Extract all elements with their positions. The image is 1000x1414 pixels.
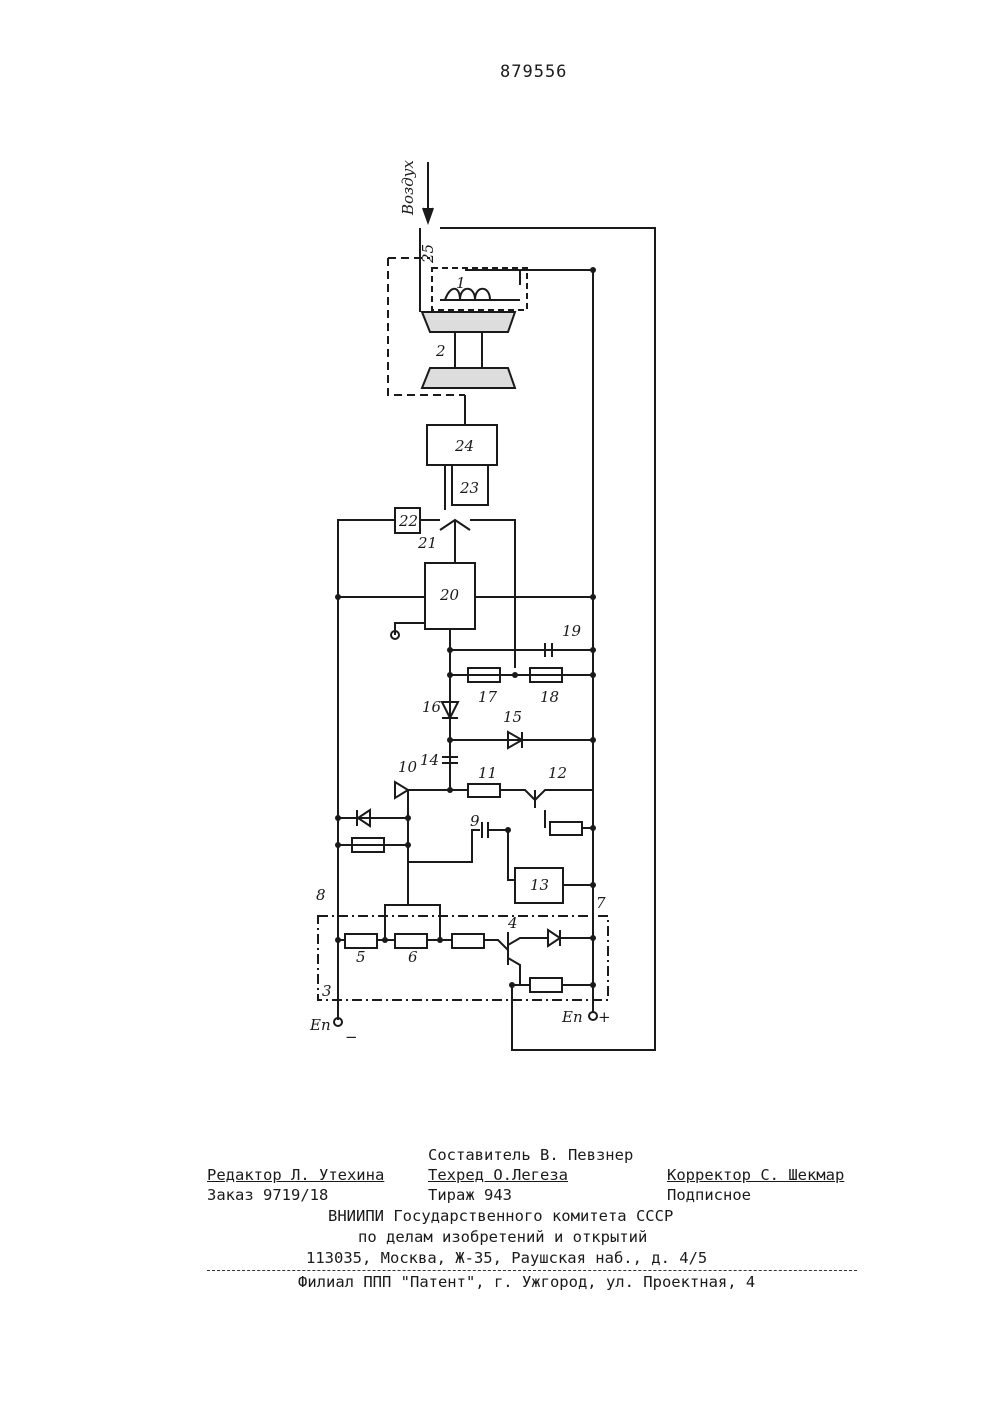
label-1: 1	[456, 274, 466, 292]
minus-sign: −	[345, 1028, 358, 1046]
label-16: 16	[422, 698, 442, 716]
imprint-circulation: Тираж 943	[428, 1186, 512, 1204]
label-10: 10	[398, 758, 418, 776]
label-24: 24	[454, 437, 474, 455]
label-2: 2	[435, 342, 446, 360]
label-4: 4	[507, 914, 518, 932]
label-6: 6	[408, 948, 418, 966]
imprint-order: Заказ 9719/18	[207, 1186, 328, 1204]
label-20: 20	[439, 586, 460, 604]
imprint-corrector: Корректор С. Шекмар	[667, 1166, 844, 1184]
imprint-subscription: Подписное	[667, 1186, 751, 1204]
imprint-tech-editor: Техред О.Легеза	[428, 1166, 568, 1184]
label-22: 22	[398, 512, 418, 530]
imprint-org-line1: ВНИИПИ Государственного комитета СССР	[328, 1207, 673, 1225]
power-label-right: Eп	[561, 1008, 583, 1026]
power-label-left: Eп	[309, 1016, 331, 1034]
imprint-org-line2: по делам изобретений и открытий	[358, 1228, 647, 1246]
label-9: 9	[470, 812, 480, 830]
circuit-schematic: Воздух 25 1 2 24 23 22 21 20 19 18 17 16…	[0, 0, 1000, 1100]
label-13: 13	[530, 876, 549, 894]
imprint-divider	[207, 1270, 857, 1271]
label-8: 8	[316, 886, 326, 904]
imprint-address: 113035, Москва, Ж-35, Раушская наб., д. …	[306, 1249, 707, 1267]
imprint-editor: Редактор Л. Утехина	[207, 1166, 384, 1184]
label-23: 23	[459, 479, 479, 497]
label-19: 19	[562, 622, 582, 640]
label-17: 17	[478, 688, 498, 706]
imprint-branch: Филиал ППП "Патент", г. Ужгород, ул. Про…	[298, 1273, 755, 1291]
label-5: 5	[356, 948, 366, 966]
air-inlet-arrow	[423, 162, 433, 222]
label-21: 21	[417, 534, 437, 552]
label-7: 7	[596, 894, 606, 912]
imprint-compiler: Составитель В. Певзнер	[428, 1146, 633, 1164]
label-3: 3	[322, 982, 332, 1000]
label-15: 15	[503, 708, 522, 726]
air-label: Воздух	[399, 160, 417, 216]
label-25: 25	[419, 244, 437, 264]
label-14: 14	[420, 751, 439, 769]
label-11: 11	[478, 764, 497, 782]
plus-sign: +	[598, 1008, 611, 1026]
label-12: 12	[548, 764, 567, 782]
label-18: 18	[540, 688, 559, 706]
